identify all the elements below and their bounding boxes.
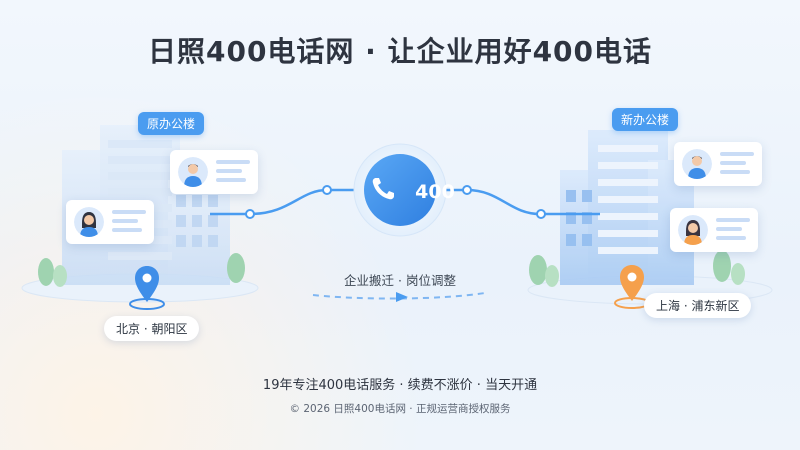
new-location-label: 上海 · 浦东新区 <box>644 293 752 318</box>
location-pin-icon <box>129 266 165 310</box>
user-avatar-icon <box>682 149 712 179</box>
badge-400: 400 <box>415 181 455 203</box>
employee-card <box>670 208 758 252</box>
employee-card <box>66 200 154 244</box>
footer-tagline: 19年专注400电话服务 · 续费不涨价 · 当天开通 <box>262 378 538 393</box>
user-avatar-icon <box>678 215 708 245</box>
relocation-caption: 企业搬迁 · 岗位调整 <box>344 273 456 288</box>
right-building-icon <box>560 130 694 285</box>
user-avatar-icon <box>178 157 208 187</box>
tree-icon <box>38 253 245 287</box>
old-location-label: 北京 · 朝阳区 <box>104 316 200 341</box>
footer-copyright: © 2026 日照400电话网 · 正规运营商授权服务 <box>289 403 511 415</box>
employee-card <box>170 150 258 194</box>
new-office-tag: 新办公楼 <box>612 108 679 131</box>
tree-icon <box>529 250 745 287</box>
phone-icon <box>372 178 394 200</box>
old-office-tag: 原办公楼 <box>138 112 205 135</box>
page-title: 日照400电话网 · 让企业用好400电话 <box>147 35 653 68</box>
employee-card <box>674 142 762 186</box>
user-avatar-icon <box>74 207 104 237</box>
arrow-right-icon <box>312 292 486 300</box>
